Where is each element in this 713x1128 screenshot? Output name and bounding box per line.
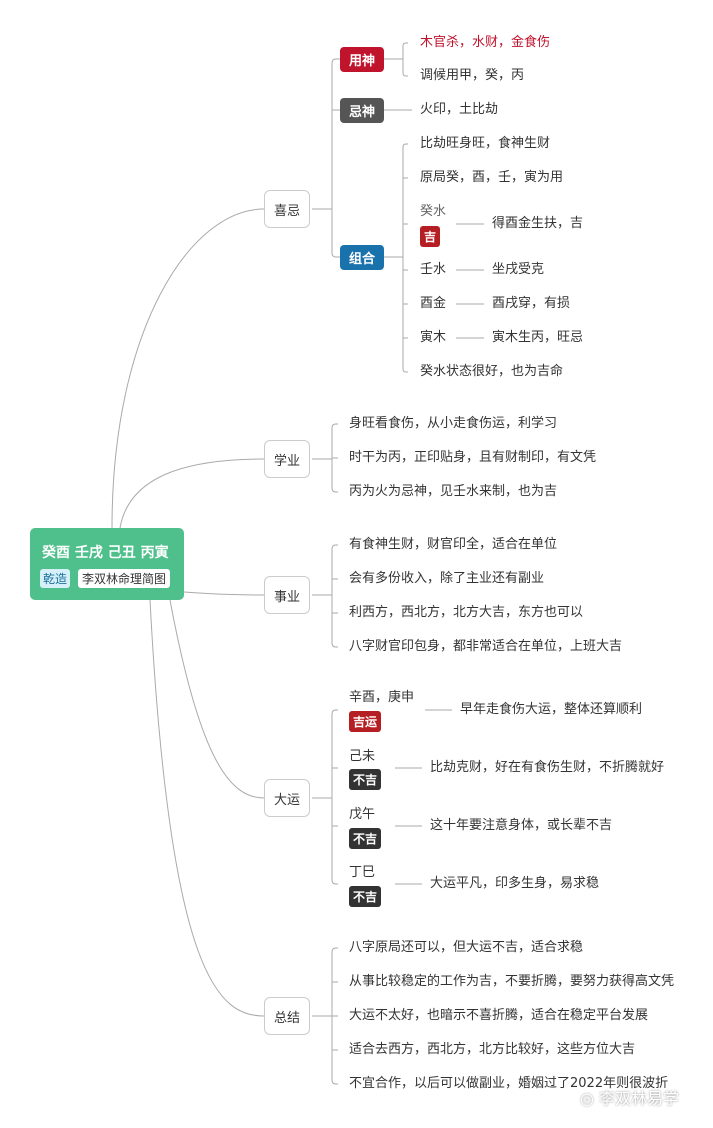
- yongshen-item: 调候用甲，癸，丙: [420, 68, 525, 83]
- xueye-item: 丙为火为忌神，见壬水来制，也为吉: [349, 484, 558, 499]
- tag-jishen[interactable]: 忌神: [340, 98, 384, 123]
- dayun-badge: 吉运: [349, 711, 382, 732]
- node-xiji[interactable]: 喜忌: [264, 190, 310, 228]
- tag-zuhe[interactable]: 组合: [340, 245, 384, 270]
- shiye-item: 有食神生财，财官印全，适合在单位: [349, 537, 558, 552]
- yongshen-item: 木官杀，水财，金食伤: [420, 35, 551, 50]
- shiye-item: 八字财官印包身，都非常适合在单位，上班大吉: [349, 639, 623, 654]
- gender-badge: 乾造: [40, 569, 71, 588]
- dayun-badge: 不吉: [349, 769, 382, 790]
- ji-badge: 吉: [420, 226, 441, 247]
- shiye-item: 会有多份收入，除了主业还有副业: [349, 571, 545, 586]
- zuhe-value: 坐戌受克: [492, 262, 545, 277]
- jishen-item: 火印，土比劫: [420, 102, 499, 117]
- dayun-period: 丁巳: [349, 865, 376, 880]
- dayun-desc: 这十年要注意身体，或长辈不吉: [430, 818, 613, 833]
- zuhe-item: 原局癸，酉，壬，寅为用: [420, 170, 564, 185]
- zuhe-value: 寅木生丙，旺忌: [492, 330, 584, 345]
- dayun-desc: 比劫克财，好在有食伤生财，不折腾就好: [430, 760, 665, 775]
- zuhe-value: 酉戌穿，有损: [492, 296, 571, 311]
- zongjie-item: 八字原局还可以，但大运不吉，适合求稳: [349, 940, 584, 955]
- xueye-item: 时干为丙，正印贴身，且有财制印，有文凭: [349, 450, 597, 465]
- shiye-item: 利西方，西北方，北方大吉，东方也可以: [349, 605, 584, 620]
- zongjie-item: 大运不太好，也暗示不喜折腾，适合在稳定平台发展: [349, 1008, 649, 1023]
- root-title: 癸酉 壬戌 己丑 丙寅: [42, 545, 169, 561]
- dayun-period: 戊午: [349, 807, 376, 822]
- zongjie-item: 适合去西方，西北方，北方比较好，这些方位大吉: [349, 1042, 636, 1057]
- node-dayun[interactable]: 大运: [264, 779, 310, 817]
- zuhe-key: 酉金: [420, 296, 447, 311]
- zuhe-value: 得酉金生扶，吉: [492, 216, 584, 231]
- dayun-period: 己未: [349, 749, 376, 764]
- zongjie-item: 从事比较稳定的工作为吉，不要折腾，要努力获得高文凭: [349, 974, 675, 989]
- dayun-badge: 不吉: [349, 886, 382, 907]
- zuhe-key: 壬水: [420, 262, 447, 277]
- node-xueye[interactable]: 学业: [264, 440, 310, 478]
- node-shiye[interactable]: 事业: [264, 576, 310, 614]
- dayun-period: 辛酉，庚申: [349, 690, 415, 705]
- dayun-badge: 不吉: [349, 828, 382, 849]
- zuhe-item: 比劫旺身旺，食神生财: [420, 136, 551, 151]
- watermark-text: 李双林易学: [599, 1089, 680, 1108]
- dayun-desc: 大运平凡，印多生身，易求稳: [430, 876, 600, 891]
- wechat-icon: ◎: [580, 1089, 600, 1108]
- zuhe-item: 癸水状态很好，也为吉命: [420, 364, 564, 379]
- dayun-desc: 早年走食伤大运，整体还算顺利: [460, 702, 643, 717]
- zuhe-key: 寅木: [420, 330, 447, 345]
- root-node[interactable]: 癸酉 壬戌 己丑 丙寅 乾造 李双林命理简图: [30, 528, 184, 600]
- xueye-item: 身旺看食伤，从小走食伤运，利学习: [349, 416, 558, 431]
- zuhe-key: 癸水: [420, 204, 447, 219]
- zongjie-item: 不宜合作，以后可以做副业，婚姻过了2022年则很波折: [349, 1076, 669, 1091]
- watermark: ◎ 李双林易学: [580, 1085, 679, 1109]
- node-zongjie[interactable]: 总结: [264, 997, 310, 1035]
- root-subtitle: 李双林命理简图: [78, 569, 171, 588]
- tag-yongshen[interactable]: 用神: [340, 47, 384, 72]
